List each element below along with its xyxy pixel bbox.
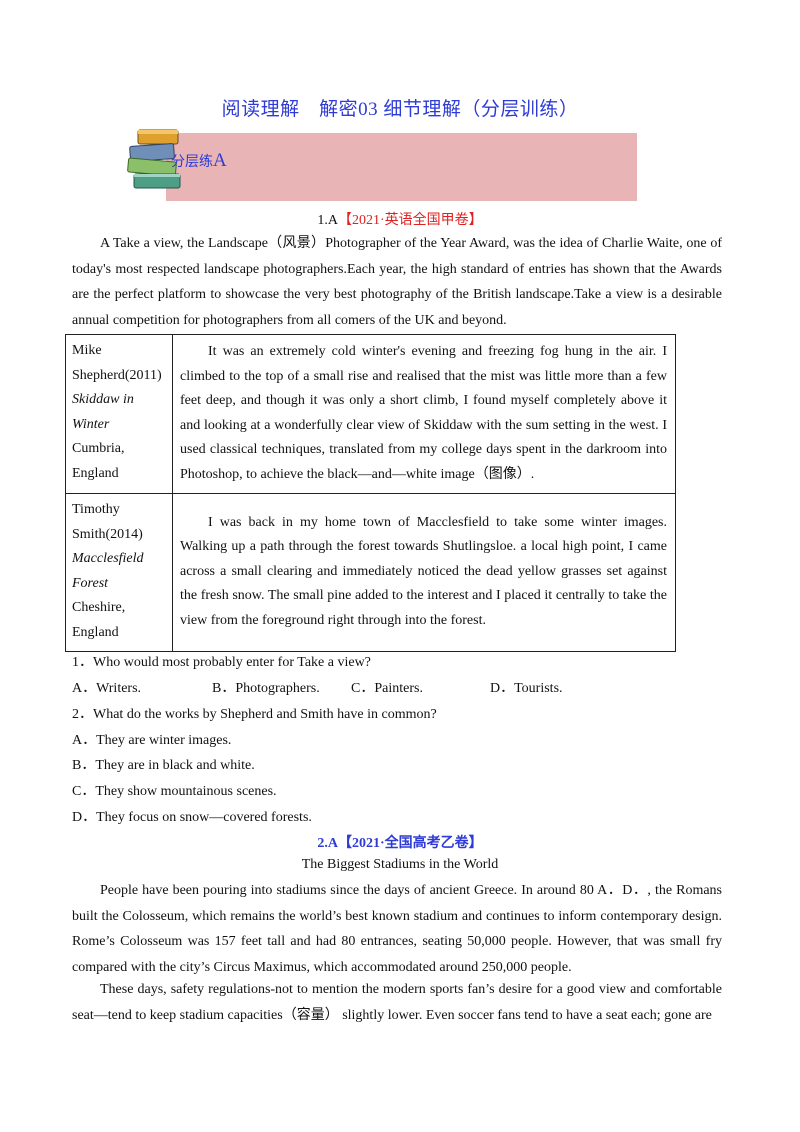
option-a[interactable]: A．They are winter images.: [72, 733, 232, 748]
work-description: I was back in my home town of Macclesfie…: [180, 514, 667, 628]
work-title: Skiddaw in Winter: [72, 392, 134, 432]
intro-paragraph: A Take a view, the Landscape（风景）Photogra…: [72, 236, 722, 328]
section-banner: [166, 133, 637, 201]
option-a[interactable]: A．Writers.: [72, 681, 142, 696]
description-cell: I was back in my home town of Macclesfie…: [172, 493, 676, 652]
photographer-cell: Mike Shepherd(2011) Skiddaw in Winter Cu…: [65, 334, 173, 494]
work-location: Cheshire, England: [72, 600, 126, 640]
work-title: Macclesfield Forest: [72, 551, 144, 591]
option-d[interactable]: D．Tourists.: [490, 681, 563, 696]
question-1-header: 1.A【2021·英语全国甲卷】: [317, 213, 483, 228]
question-stem: 1．Who would most probably enter for Take…: [72, 655, 371, 670]
works-table: Mike Shepherd(2011) Skiddaw in Winter Cu…: [65, 334, 676, 652]
page-title: 阅读理解 解密03 细节理解（分层训练）: [221, 99, 579, 120]
work-description: It was an extremely cold winter's evenin…: [180, 344, 667, 482]
question-stem: 2．What do the works by Shepherd and Smit…: [72, 707, 437, 722]
passage-paragraph: People have been pouring into stadiums s…: [72, 883, 722, 975]
photographer-name: Timothy Smith(2014): [72, 502, 143, 542]
description-cell: It was an extremely cold winter's evenin…: [172, 334, 676, 494]
option-c[interactable]: C．Painters.: [351, 681, 423, 696]
option-c[interactable]: C．They show mountainous scenes.: [72, 784, 277, 799]
option-b[interactable]: B．They are in black and white.: [72, 758, 255, 773]
work-location: Cumbria, England: [72, 441, 125, 481]
banner-label: 分层练A: [171, 150, 227, 171]
option-b[interactable]: B．Photographers.: [212, 681, 320, 696]
photographer-cell: Timothy Smith(2014) Macclesfield Forest …: [65, 493, 173, 652]
photographer-name: Mike Shepherd(2011): [72, 343, 162, 383]
passage-paragraph: These days, safety regulations-not to me…: [72, 982, 722, 1023]
question-2-header: 2.A【2021·全国高考乙卷】: [317, 836, 483, 851]
books-icon: [127, 129, 181, 189]
option-d[interactable]: D．They focus on snow—covered forests.: [72, 810, 312, 825]
table-row: Timothy Smith(2014) Macclesfield Forest …: [65, 493, 676, 652]
table-row: Mike Shepherd(2011) Skiddaw in Winter Cu…: [65, 334, 676, 494]
passage-title: The Biggest Stadiums in the World: [301, 857, 499, 872]
